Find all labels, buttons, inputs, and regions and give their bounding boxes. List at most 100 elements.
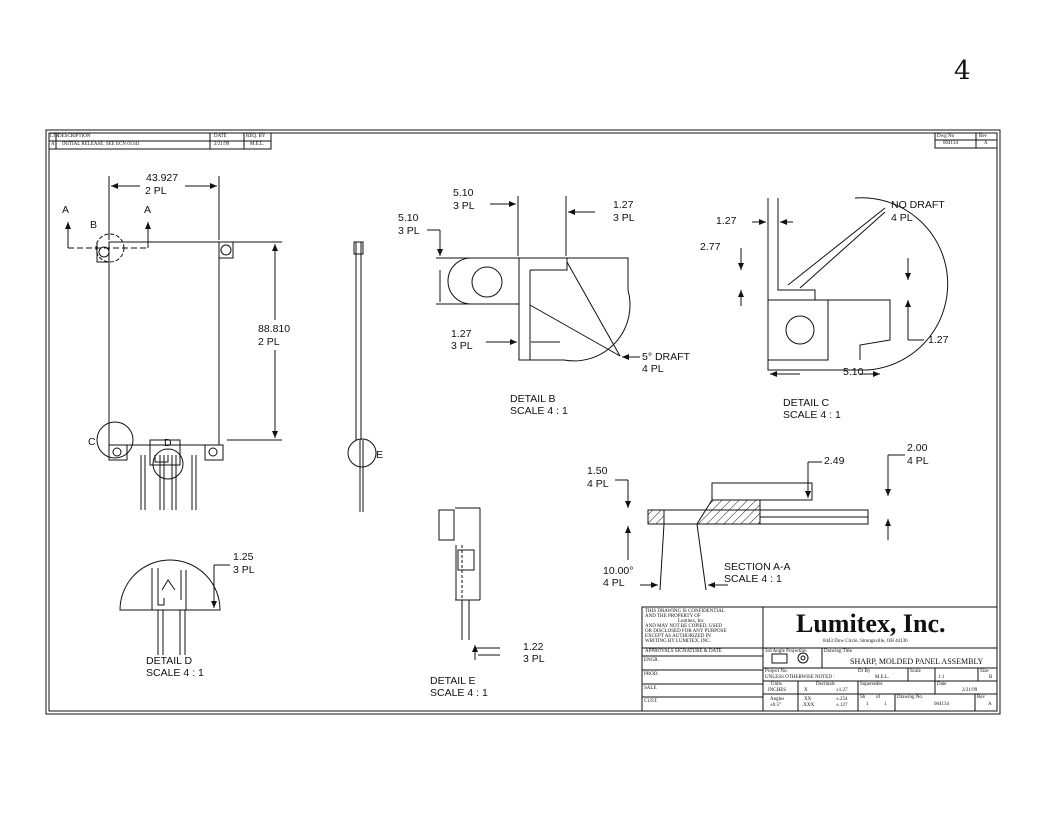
dim-e-122-pl: 3 PL xyxy=(523,653,545,665)
rev-header-ltr: LTR xyxy=(50,134,59,139)
section-letter-d: D xyxy=(164,437,172,449)
section-line-a-a xyxy=(65,222,151,249)
drawing-no-value: 004134 xyxy=(934,702,949,707)
rev-row-req-by: M.E.L. xyxy=(250,142,265,147)
tol-xx: XX xyxy=(804,697,812,702)
dim-b-510-left: 5.10 xyxy=(398,212,419,224)
detail-c xyxy=(738,197,949,377)
dim-width-pl: 2 PL xyxy=(145,185,167,197)
approval-row-cust: CUST. xyxy=(644,699,658,704)
approval-row-engr: ENGR. xyxy=(644,658,659,663)
drawing-title: SHARP, MOLDED PANEL ASSEMBLY xyxy=(850,657,984,666)
of-label: of xyxy=(876,695,881,700)
section-letter-b: B xyxy=(90,219,98,231)
supersedes-label: Supersedes xyxy=(860,682,883,687)
dim-b-127-top: 1.27 xyxy=(613,199,634,211)
angles-label: Angles xyxy=(770,697,785,702)
dim-height-pl: 2 PL xyxy=(258,336,280,348)
detail-d-scale: SCALE 4 : 1 xyxy=(146,667,204,679)
dim-c-127-right: 1.27 xyxy=(928,334,949,346)
dim-s-249: 2.49 xyxy=(824,455,845,467)
dim-s-200: 2.00 xyxy=(907,442,928,454)
dim-s-angle: 10.00° xyxy=(603,565,634,577)
revision-table-grid xyxy=(48,132,272,150)
date-label: Date xyxy=(937,682,947,687)
tol-x-value: ±1.27 xyxy=(836,688,848,693)
detail-b-title: DETAIL B xyxy=(510,393,556,405)
width-dimension-lines xyxy=(108,176,220,240)
drawing-number-box xyxy=(934,132,998,149)
inner-border xyxy=(48,132,998,712)
section-letter-a-right: A xyxy=(144,204,152,216)
dim-b-510-left-pl: 3 PL xyxy=(398,225,420,237)
approval-row-prod: PROD. xyxy=(644,672,659,677)
dr-by-label: Dr By xyxy=(858,669,871,674)
dim-d-125-pl: 3 PL xyxy=(233,564,255,576)
of-value: 1 xyxy=(884,702,887,707)
detail-d xyxy=(119,559,230,655)
detail-b-scale: SCALE 4 : 1 xyxy=(510,405,568,417)
date-value: 2/21/99 xyxy=(962,688,978,693)
tol-xxx: .XXX xyxy=(802,703,815,708)
dim-width-value: 43.927 xyxy=(146,172,179,184)
drawing-no-label: Drawing No. xyxy=(897,695,924,700)
confidential-line-5: OR DISCLOSED FOR ANY PURPOSE xyxy=(645,629,727,634)
dim-c-no-draft: NO DRAFT xyxy=(891,199,945,211)
projection-label: 3rd Angle Projection xyxy=(765,649,807,654)
tol-xx-value: ±.254 xyxy=(836,697,848,702)
section-letter-e: E xyxy=(376,449,384,461)
scale-label: Scale xyxy=(910,669,921,674)
dwg-no-label: Dwg No xyxy=(937,134,955,139)
project-no-label: Project No. xyxy=(765,669,788,674)
company-address: 8443 Dow Circle, Strongsville, OH 44136 xyxy=(823,639,908,644)
dwg-rev-value: A xyxy=(984,141,988,146)
confidential-line-4: AND MAY NOT BE COPIED, USED xyxy=(645,624,723,629)
dim-height-value: 88.810 xyxy=(258,323,291,335)
dim-b-510-top: 5.10 xyxy=(453,187,474,199)
section-letter-a-left: A xyxy=(62,204,70,216)
units-label: Units xyxy=(771,682,782,687)
tolerance-note: UNLESS OTHERWISE NOTED : xyxy=(765,675,835,680)
confidential-line-3: Lumitex, Inc xyxy=(678,619,704,624)
dim-c-127-left: 1.27 xyxy=(716,215,737,227)
confidential-line-1: THIS DRAWING IS CONFIDENTIAL xyxy=(645,609,725,614)
dim-b-127-top-pl: 3 PL xyxy=(613,212,635,224)
rev-header-description: DESCRIPTION xyxy=(58,134,91,139)
sheet-label: Sh xyxy=(860,695,866,700)
size-label: Size xyxy=(980,669,989,674)
dwg-rev-label: Rev xyxy=(979,134,988,139)
detail-e-title: DETAIL E xyxy=(430,675,476,687)
rev-row-date: 2/21/99 xyxy=(214,142,230,147)
size-value: B xyxy=(989,675,993,680)
units-value: INCHES xyxy=(768,688,787,693)
dim-d-125: 1.25 xyxy=(233,551,254,563)
rev-header-req-by: REQ. BY xyxy=(246,134,266,139)
dim-e-122: 1.22 xyxy=(523,641,544,653)
sheet-value: 1 xyxy=(866,702,869,707)
title-block-grid xyxy=(641,606,998,712)
dim-c-no-draft-pl: 4 PL xyxy=(891,212,913,224)
confidential-line-7: WRITING BY LUMITEX, INC. xyxy=(645,639,711,644)
section-a-a xyxy=(615,454,905,591)
dim-s-150: 1.50 xyxy=(587,465,608,477)
drawing-title-label: Drawing Title xyxy=(824,649,852,654)
section-a-a-scale: SCALE 4 : 1 xyxy=(724,573,782,585)
dr-by-value: M.E.L. xyxy=(875,675,890,680)
detail-e-scale: SCALE 4 : 1 xyxy=(430,687,488,699)
angles-value: ±0.5° xyxy=(770,703,781,708)
height-dimension-lines xyxy=(227,241,282,441)
section-letter-c: C xyxy=(88,436,96,448)
dim-s-angle-pl: 4 PL xyxy=(603,577,625,589)
approval-row-sale: SALE xyxy=(644,686,657,691)
confidential-line-6: EXCEPT AS AUTHORIZED IN xyxy=(645,634,711,639)
dim-draft-pl: 4 PL xyxy=(642,363,664,375)
detail-c-title: DETAIL C xyxy=(783,397,830,409)
section-a-a-title: SECTION A-A xyxy=(724,561,791,573)
dim-c-277: 2.77 xyxy=(700,241,721,253)
dim-c-510: 5.10 xyxy=(843,366,864,378)
dwg-no-value: 004134 xyxy=(943,141,958,146)
detail-d-title: DETAIL D xyxy=(146,655,193,667)
detail-b xyxy=(427,196,640,362)
tol-xxx-value: ±.127 xyxy=(836,703,848,708)
